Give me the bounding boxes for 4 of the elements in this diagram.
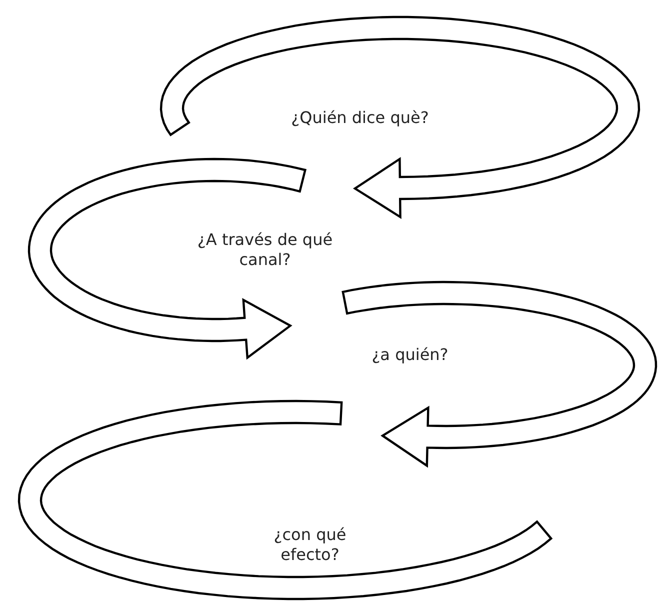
question-text: ¿A través de qué canal? bbox=[196, 230, 334, 270]
question-text: ¿Quién dice què? bbox=[290, 108, 430, 128]
question-text: ¿a quién? bbox=[370, 345, 450, 365]
question-text: ¿con qué efecto? bbox=[272, 525, 348, 565]
